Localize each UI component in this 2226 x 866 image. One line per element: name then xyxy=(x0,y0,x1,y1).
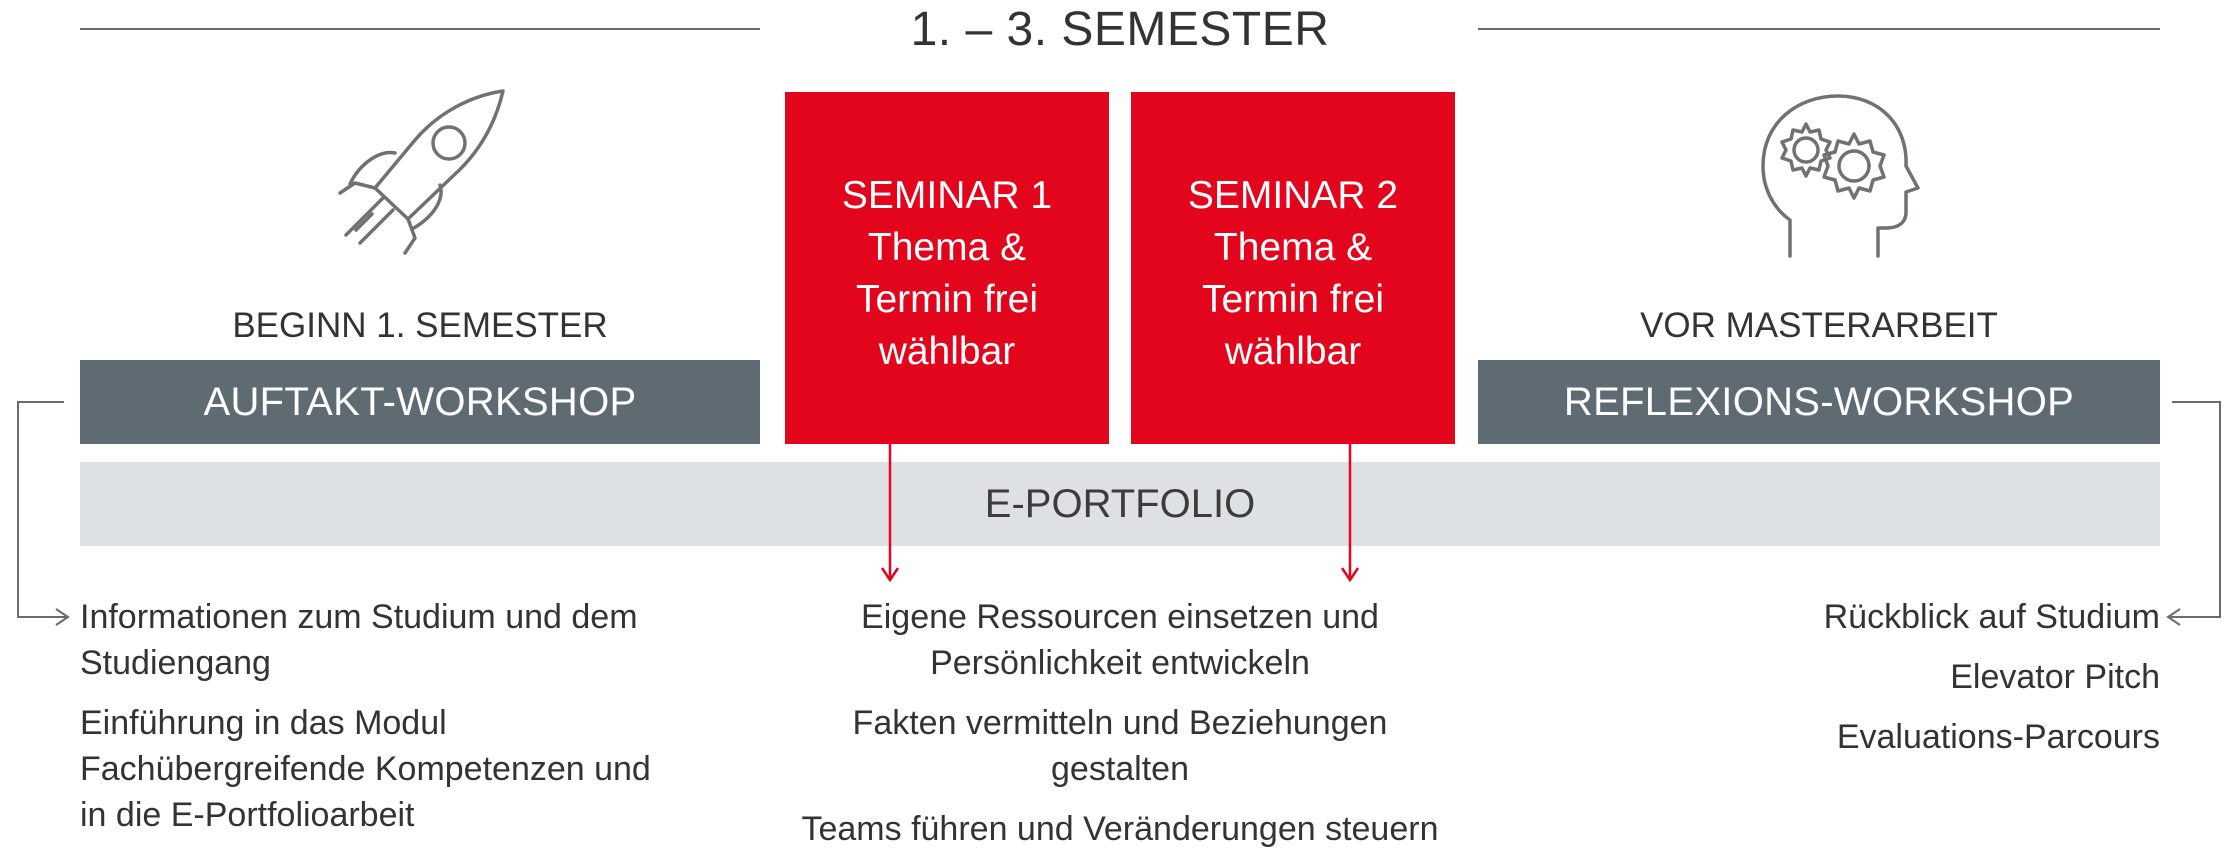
list-item: Teams führen und Veränderungen steuern xyxy=(801,810,1439,848)
right-subtitle: VOR MASTERARBEIT xyxy=(1640,306,1998,345)
rocket-icon xyxy=(338,89,505,255)
seminar-1-box: SEMINAR 1 Thema & Termin frei wählbar xyxy=(785,92,1109,444)
seminar-1-line2: Thema & xyxy=(867,226,1027,269)
list-item: Informationen zum Studium und dem Studie… xyxy=(80,598,638,682)
seminar-2-title: SEMINAR 2 xyxy=(1187,174,1399,217)
seminar-1-line4: wählbar xyxy=(878,330,1016,373)
left-list: Informationen zum Studium und dem Studie… xyxy=(80,594,680,852)
auftakt-workshop-bar: AUFTAKT-WORKSHOP xyxy=(80,360,760,444)
list-item: Elevator Pitch xyxy=(1950,658,2160,696)
seminar-1-line3: Termin frei xyxy=(855,278,1039,321)
seminar-2-line3: Termin frei xyxy=(1201,278,1385,321)
seminar-2-arrow xyxy=(1340,444,1360,583)
header-rule-left xyxy=(80,28,760,30)
seminar-1-title: SEMINAR 1 xyxy=(841,174,1053,217)
list-item: Evaluations-Parcours xyxy=(1836,718,2160,756)
reflexions-workshop-bar: REFLEXIONS-WORKSHOP xyxy=(1478,360,2160,444)
head-gears-icon xyxy=(1761,94,1920,258)
seminar-2-line4: wählbar xyxy=(1224,330,1362,373)
right-bracket-arrow xyxy=(2166,401,2221,626)
middle-list: Eigene Ressourcen einsetzen und Persönli… xyxy=(760,594,1480,866)
seminar-1-arrow xyxy=(880,444,900,583)
header-rule-right xyxy=(1478,28,2160,30)
seminar-2-line2: Thema & xyxy=(1213,226,1373,269)
list-item: Fakten vermitteln und Beziehungen gestal… xyxy=(852,704,1388,788)
right-list: Rückblick auf Studium Elevator Pitch Eva… xyxy=(1700,594,2160,774)
left-subtitle: BEGINN 1. SEMESTER xyxy=(232,306,608,345)
page-title: 1. – 3. SEMESTER xyxy=(910,3,1330,56)
left-bracket-arrow xyxy=(17,401,70,626)
list-item: Eigene Ressourcen einsetzen und Persönli… xyxy=(861,598,1379,682)
e-portfolio-bar: E-PORTFOLIO xyxy=(80,462,2160,546)
list-item: Rückblick auf Studium xyxy=(1823,598,2160,636)
list-item: Einführung in das Modul Fachübergreifend… xyxy=(80,704,651,834)
seminar-2-box: SEMINAR 2 Thema & Termin frei wählbar xyxy=(1131,92,1455,444)
